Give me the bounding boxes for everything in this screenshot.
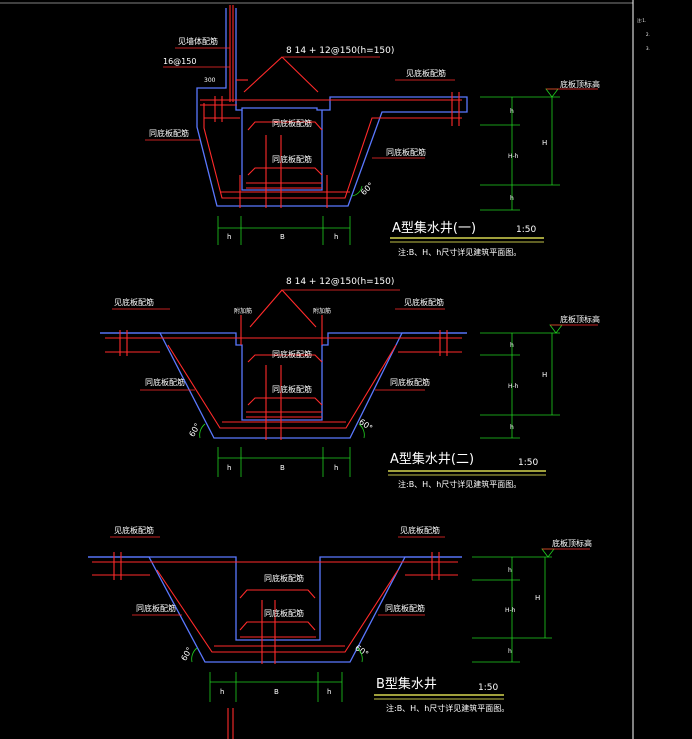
label-center-mid: 同底板配筋 [272,384,312,394]
label-right-top: 见底板配筋 [406,68,446,78]
label-left-mid: 同底板配筋 [149,128,189,138]
dim-Hh: H-h [508,383,519,390]
dim-H: H [535,594,540,602]
label-left-top: 见底板配筋 [114,525,154,535]
dim-h-bot: h [510,424,514,431]
label-right-mid: 同底板配筋 [385,603,425,613]
label-center-top: 同底板配筋 [264,573,304,583]
section-scale: 1:50 [516,225,536,235]
angle-arc [351,185,363,197]
dim-right [480,96,560,211]
dim-B: B [274,688,279,696]
label-center-top: 同底板配筋 [272,118,312,128]
inner-pit [241,110,323,191]
dim-h-left: h [227,233,231,241]
elevation-marker [549,324,563,334]
dim-h-bot: h [510,195,514,202]
dim-h-bot: h [508,648,512,655]
label-300: 300 [204,77,216,84]
dim-right [480,332,560,439]
section-title: A型集水井(二) [390,451,474,467]
label-wall-rebar: 见墙体配筋 [178,36,218,46]
dim-h-right: h [334,233,338,241]
dim-bottom [217,216,351,245]
leader-lines [112,289,445,391]
elevation-marker [545,88,559,98]
angle-label-right: 60° [353,643,370,659]
label-right-top: 见底板配筋 [400,525,440,535]
dim-h-left: h [220,688,224,696]
label-right-mid: 同底板配筋 [386,147,426,157]
section-scale: 1:50 [518,458,538,468]
rebar-group [200,5,462,208]
label-small-r: 附加筋 [313,307,331,315]
dim-h-left: h [227,464,231,472]
elevation-marker [541,548,555,558]
label-left-top: 见底板配筋 [114,297,154,307]
label-right-mid: 同底板配筋 [390,377,430,387]
side-note: 注:1. [637,17,646,23]
dim-h-right: h [327,688,331,696]
pit-outline [196,8,468,207]
label-left-mid: 同底板配筋 [136,603,176,613]
label-center-top: 同底板配筋 [272,349,312,359]
rebar-group [92,552,458,739]
section-a1: 见墙体配筋 16@150 300 8 14 + 12@150(h=150) 见底… [145,5,600,257]
section-title: B型集水井 [376,676,437,692]
label-center-mid: 同底板配筋 [264,608,304,618]
dim-h-top: h [508,567,512,574]
leader-lines [145,47,455,159]
dim-B: B [280,464,285,472]
top-rebar-label: 8 14 + 12@150(h=150) [286,277,394,287]
elevation-label: 底板顶标高 [560,314,600,324]
dim-B: B [280,233,285,241]
label-left-mid: 同底板配筋 [145,377,185,387]
pit-top [88,556,462,641]
angle-arc [199,423,206,439]
dim-Hh: H-h [508,153,519,160]
label-center-mid: 同底板配筋 [272,154,312,164]
dim-H: H [542,371,547,379]
angle-arc [358,423,365,439]
section-scale: 1:50 [478,683,498,693]
elevation-label: 底板顶标高 [552,538,592,548]
section-title: A型集水井(一) [392,220,476,236]
section-note: 注:B、H、h尺寸详见建筑平面图。 [398,479,521,489]
dim-H: H [542,139,547,147]
dim-bottom [209,672,343,702]
leader-lines [110,536,445,616]
dim-h-top: h [510,108,514,115]
section-note: 注:B、H、h尺寸详见建筑平面图。 [398,247,521,257]
section-a2: 8 14 + 12@150(h=150) 见底板配筋 见底板配筋 附加筋 附加筋… [100,277,600,489]
dim-h-right: h [334,464,338,472]
side-note: 3. [646,46,650,51]
angle-arc [191,647,198,663]
angle-arc [356,647,363,663]
label-small-l: 附加筋 [234,307,252,315]
dim-bottom [217,447,351,477]
label-16-150: 16@150 [163,57,196,66]
dim-right [472,556,552,663]
label-right-top: 见底板配筋 [404,297,444,307]
rebar-group [105,289,462,440]
pit-top [100,332,467,421]
dim-h-top: h [510,342,514,349]
side-note: 2. [646,32,650,37]
section-b: 见底板配筋 见底板配筋 同底板配筋 同底板配筋 同底板配筋 同底板配筋 60° … [88,525,592,739]
dim-Hh: H-h [505,607,516,614]
elevation-label: 底板顶标高 [560,79,600,89]
top-rebar-label: 8 14 + 12@150(h=150) [286,46,394,56]
section-note: 注:B、H、h尺寸详见建筑平面图。 [386,703,509,713]
